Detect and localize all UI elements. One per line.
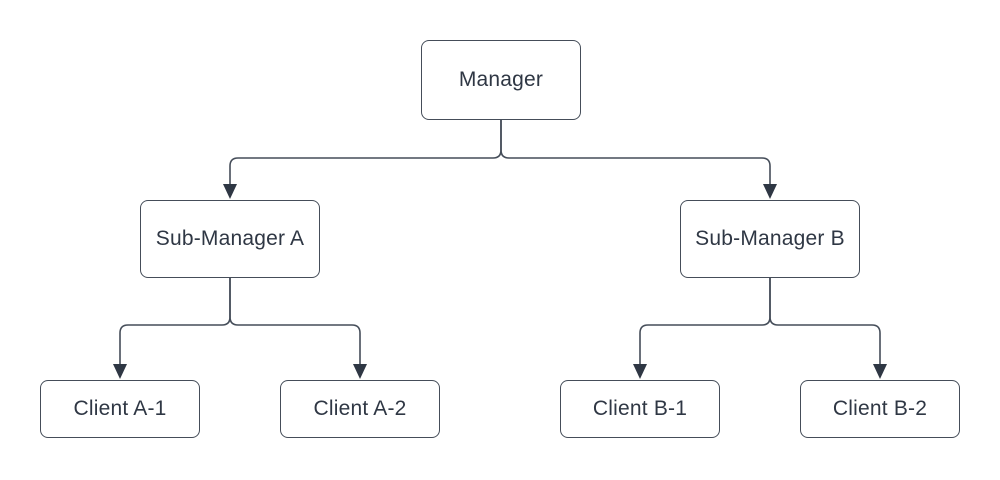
edge-sub-manager-a-to-client-a2 (229, 278, 367, 379)
arrowhead-icon (353, 364, 367, 379)
node-manager[interactable]: Manager (421, 40, 581, 120)
arrowhead-icon (763, 184, 777, 199)
node-client-a2-label: Client A-2 (313, 397, 407, 420)
node-client-a2[interactable]: Client A-2 (280, 380, 440, 438)
edge-manager-to-sub-manager-a (223, 119, 502, 199)
node-sub-manager-b-label: Sub-Manager B (695, 227, 845, 250)
arrowhead-icon (873, 364, 887, 379)
arrowhead-icon (223, 184, 237, 199)
edge-sub-manager-b-to-client-b1 (633, 278, 771, 379)
node-client-b1-label: Client B-1 (592, 397, 688, 420)
node-client-a1-label: Client A-1 (73, 397, 167, 420)
node-sub-manager-b[interactable]: Sub-Manager B (680, 200, 860, 278)
node-manager-label: Manager (458, 68, 544, 91)
node-client-b2[interactable]: Client B-2 (800, 380, 960, 438)
node-client-b1[interactable]: Client B-1 (560, 380, 720, 438)
node-client-b2-label: Client B-2 (832, 397, 928, 420)
edge-sub-manager-b-to-client-b2 (769, 278, 887, 379)
arrowhead-icon (113, 364, 127, 379)
node-client-a1[interactable]: Client A-1 (40, 380, 200, 438)
edge-sub-manager-a-to-client-a1 (113, 278, 231, 379)
node-sub-manager-a-label: Sub-Manager A (155, 227, 305, 250)
arrowhead-icon (633, 364, 647, 379)
edge-manager-to-sub-manager-b (500, 119, 777, 199)
node-sub-manager-a[interactable]: Sub-Manager A (140, 200, 320, 278)
